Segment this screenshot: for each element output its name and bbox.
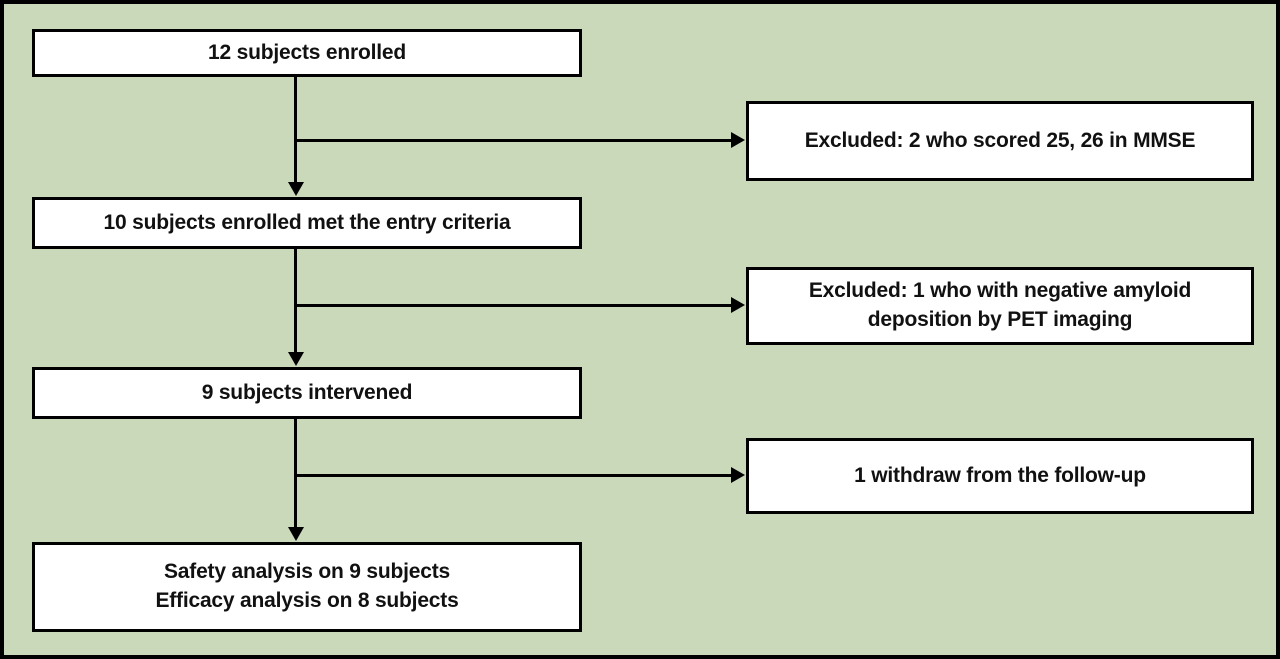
connector-vertical-enrolled-to-entry — [294, 77, 297, 187]
flow-box-entry-criteria-label: 10 subjects enrolled met the entry crite… — [103, 210, 511, 234]
flow-box-enrolled: 12 subjects enrolled — [32, 29, 582, 77]
connector-branch-to-amyloid — [294, 304, 733, 307]
flow-box-analysis-label-line2: Efficacy analysis on 8 subjects — [155, 589, 459, 612]
connector-branch-to-withdraw — [294, 474, 733, 477]
arrowhead-right-withdraw-icon — [731, 467, 745, 483]
arrowhead-right-mmse-icon — [731, 132, 745, 148]
flow-box-intervened-label: 9 subjects intervened — [201, 380, 413, 404]
exclusion-box-amyloid: Excluded: 1 who with negative amyloid de… — [746, 267, 1254, 345]
exclusion-box-mmse: Excluded: 2 who scored 25, 26 in MMSE — [746, 101, 1254, 181]
arrowhead-down-entry-icon — [288, 182, 304, 196]
connector-vertical-entry-to-intervened — [294, 249, 297, 357]
exclusion-box-withdraw-label: 1 withdraw from the follow-up — [854, 463, 1146, 487]
flow-box-intervened: 9 subjects intervened — [32, 367, 582, 419]
flow-box-entry-criteria: 10 subjects enrolled met the entry crite… — [32, 197, 582, 249]
flow-box-analysis: Safety analysis on 9 subjects Efficacy a… — [32, 542, 582, 632]
flow-box-analysis-label-line1: Safety analysis on 9 subjects — [164, 560, 450, 584]
exclusion-box-withdraw: 1 withdraw from the follow-up — [746, 438, 1254, 514]
arrowhead-down-intervened-icon — [288, 352, 304, 366]
exclusion-box-amyloid-label-line2: deposition by PET imaging — [867, 308, 1133, 331]
flow-box-enrolled-label: 12 subjects enrolled — [208, 40, 406, 64]
exclusion-box-mmse-label: Excluded: 2 who scored 25, 26 in MMSE — [804, 128, 1196, 152]
arrowhead-right-amyloid-icon — [731, 297, 745, 313]
arrowhead-down-analysis-icon — [288, 527, 304, 541]
exclusion-box-amyloid-label-line1: Excluded: 1 who with negative amyloid — [808, 279, 1192, 303]
connector-branch-to-mmse — [294, 139, 733, 142]
